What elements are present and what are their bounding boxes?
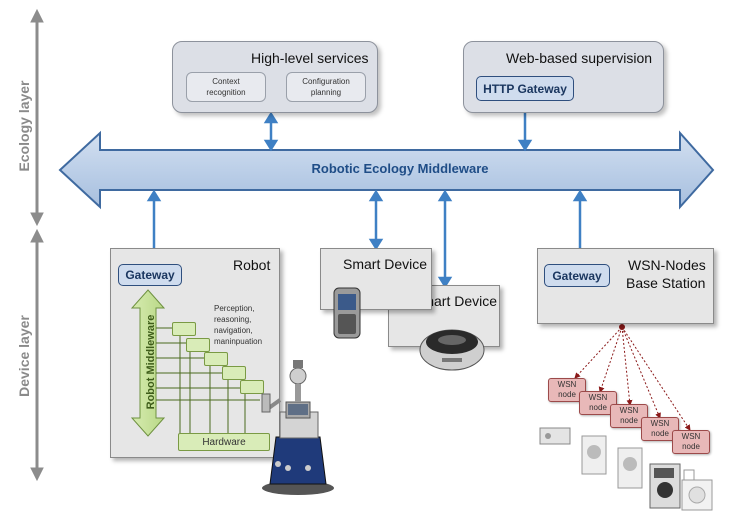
wsn-base-station-box: Gateway WSN-Nodes Base Station <box>537 248 714 324</box>
wsn-title-line1: WSN-Nodes <box>628 257 706 273</box>
wsn-title-line2: Base Station <box>626 275 706 291</box>
middleware-label: Robotic Ecology Middleware <box>311 161 489 176</box>
configuration-planning-box: Configuration planning <box>286 72 366 102</box>
robot-image <box>261 360 334 495</box>
smart-device-2-title: Smart Device <box>413 293 498 309</box>
high-level-services-title: High-level services <box>251 50 369 66</box>
high-level-services-box: High-level services Context recognition … <box>172 41 378 113</box>
module-block-3 <box>204 352 228 366</box>
module-block-4 <box>222 366 246 380</box>
connector-arrows <box>146 99 588 289</box>
smart-device-1-title: Smart Device <box>343 256 428 272</box>
wsn-node-4: WSN node <box>641 417 679 441</box>
sensor-images <box>539 427 713 511</box>
hardware-block: Hardware <box>178 433 270 451</box>
module-block-2 <box>186 338 210 352</box>
context-recognition-box: Context recognition <box>186 72 266 102</box>
robot-middleware-label: Robot Middleware <box>145 314 157 410</box>
web-supervision-title: Web-based supervision <box>506 50 653 66</box>
robot-title: Robot <box>233 257 271 273</box>
device-layer-axis <box>30 228 44 482</box>
ecology-layer-axis <box>30 8 44 227</box>
mobile-phone-image <box>333 287 361 339</box>
vacuum-robot-image <box>419 329 485 371</box>
ecology-layer-label: Ecology layer <box>16 80 32 172</box>
http-gateway: HTTP Gateway <box>476 76 574 101</box>
wsn-gateway: Gateway <box>544 264 610 287</box>
robot-internals <box>130 289 260 437</box>
wsn-node-5: WSN node <box>672 430 710 454</box>
wsn-links <box>574 326 691 431</box>
web-supervision-box: Web-based supervision HTTP Gateway <box>463 41 664 113</box>
middleware-arrow <box>58 130 715 210</box>
module-block-1 <box>172 322 196 336</box>
robot-gateway: Gateway <box>118 264 182 286</box>
smart-device-box-1: Smart Device <box>320 248 432 310</box>
robot-capabilities-note: Perception, reasoning, navigation, manin… <box>214 304 263 346</box>
device-layer-label: Device layer <box>16 315 32 397</box>
wsn-base-dot <box>619 324 625 330</box>
robot-bus-lines <box>156 327 260 433</box>
module-block-5 <box>240 380 264 394</box>
